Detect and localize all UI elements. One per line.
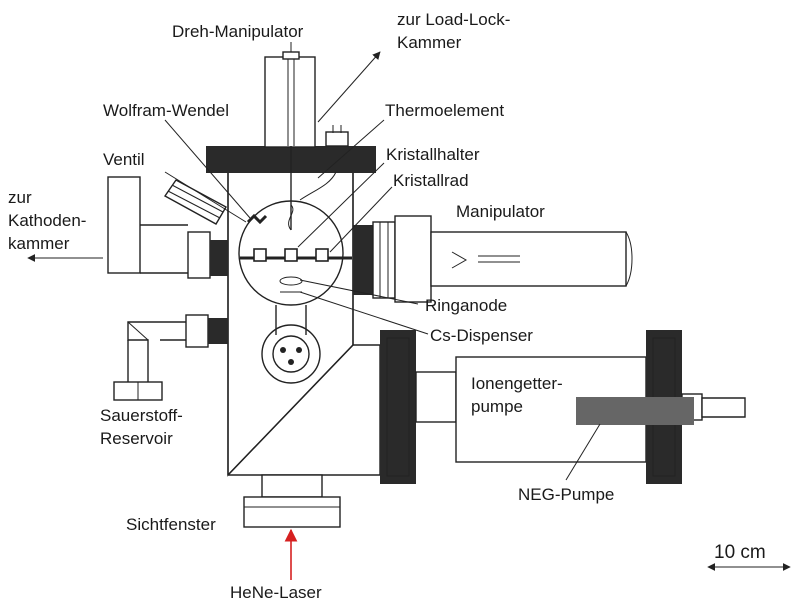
label-sauerstoff-1: Sauerstoff- [100, 406, 183, 425]
label-cs-dispenser: Cs-Dispenser [430, 326, 533, 345]
label-kristallrad: Kristallrad [393, 171, 469, 190]
label-kristallhalter: Kristallhalter [386, 145, 480, 164]
label-sichtfenster: Sichtfenster [126, 515, 216, 534]
label-ringanode: Ringanode [425, 296, 507, 315]
label-ionengetter-1: Ionengetter- [471, 374, 563, 393]
crystal-wheel-assembly [238, 200, 352, 306]
view-window [243, 474, 341, 528]
label-kathoden-1: zur [8, 188, 32, 207]
label-thermoelement: Thermoelement [385, 101, 504, 120]
labels: Dreh-Manipulator zur Load-Lock- Kammer W… [8, 10, 766, 602]
label-neg-pumpe: NEG-Pumpe [518, 485, 614, 504]
label-wolfram-wendel: Wolfram-Wendel [103, 101, 229, 120]
label-sauerstoff-2: Reservoir [100, 429, 173, 448]
label-load-lock-2: Kammer [397, 33, 462, 52]
dispenser-port [261, 305, 321, 384]
leader-lines [27, 42, 791, 580]
label-hene-laser: HeNe-Laser [230, 583, 322, 602]
label-ionengetter-2: pumpe [471, 397, 523, 416]
ion-getter-pump [353, 330, 746, 484]
oxygen-reservoir [113, 314, 228, 401]
rotary-manipulator [264, 51, 316, 230]
valve-assembly [107, 176, 228, 279]
label-ventil: Ventil [103, 150, 145, 169]
label-dreh-manipulator: Dreh-Manipulator [172, 22, 304, 41]
label-kathoden-2: Kathoden- [8, 211, 86, 230]
label-kathoden-3: kammer [8, 234, 70, 253]
neg-pump-body [576, 397, 694, 425]
thermocouple-feedthrough [299, 125, 349, 201]
label-load-lock-1: zur Load-Lock- [397, 10, 510, 29]
label-scale: 10 cm [714, 542, 766, 563]
label-manipulator: Manipulator [456, 202, 545, 221]
linear-manipulator [353, 215, 633, 303]
